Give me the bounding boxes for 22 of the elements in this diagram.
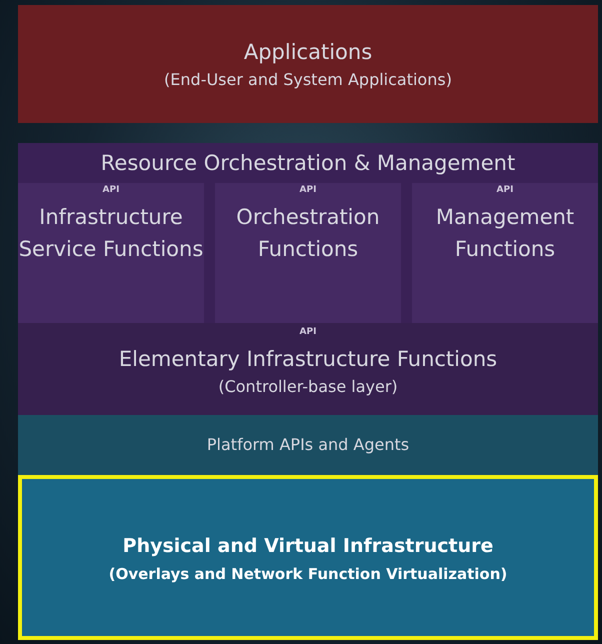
api-label: API <box>102 184 120 197</box>
layer-subtitle: (Overlays and Network Function Virtualization) <box>108 564 508 584</box>
layer-box <box>18 183 204 323</box>
layer-box <box>18 5 598 123</box>
layer-box <box>18 475 598 640</box>
layer-title: Applications <box>244 39 372 66</box>
layer-title: Elementary Infrastructure Functions <box>118 346 498 373</box>
layer-box <box>18 143 598 323</box>
api-label: API <box>300 184 316 197</box>
layer-subtitle: Platform APIs and Agents <box>206 434 410 456</box>
layer-title: Infrastructure Service Functions <box>18 204 204 263</box>
layer-box <box>412 183 598 323</box>
layer-box <box>18 415 598 475</box>
layer-title: Physical and Virtual Infrastructure <box>122 534 494 558</box>
layer-title: Resource Orchestration & Management <box>100 150 516 177</box>
layer-subtitle: (Controller-base layer) <box>218 376 398 398</box>
api-label: API <box>300 326 316 339</box>
layer-box <box>18 323 598 415</box>
layer-title: Management Functions <box>434 204 576 263</box>
layer-subtitle: (End-User and System Applications) <box>164 69 452 91</box>
layer-title: Orchestration Functions <box>235 204 381 263</box>
api-label: API <box>496 184 514 197</box>
